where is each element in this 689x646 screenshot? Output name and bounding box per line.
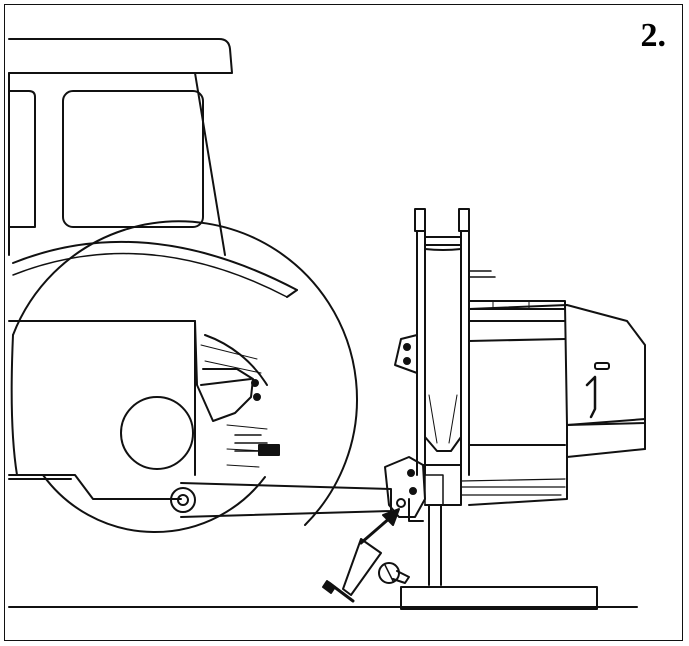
lower-link-arm [171,483,391,517]
cab-window [63,91,203,227]
wheel-hub [121,397,193,469]
rear-tyre [13,221,357,525]
insert-arrow-icon [361,509,399,543]
stand-block [401,587,597,609]
parking-stand [429,505,441,585]
step-number: 2. [640,17,667,54]
implement-icon [385,209,645,609]
cab-roof [9,39,232,73]
hitching-diagram [5,5,683,641]
implement-body [469,305,645,505]
cab-rear-post [195,73,225,255]
hitch-pin-icon [323,539,381,601]
hitch-bracket [385,457,425,517]
tyre-rim-lower [43,475,265,532]
lynch-pin-icon [379,563,409,583]
diagram-frame: 2. [4,4,683,641]
rear-housing [9,321,253,421]
pto-shaft [259,445,279,455]
tractor-icon [9,39,357,532]
cab-front-window [9,91,35,227]
